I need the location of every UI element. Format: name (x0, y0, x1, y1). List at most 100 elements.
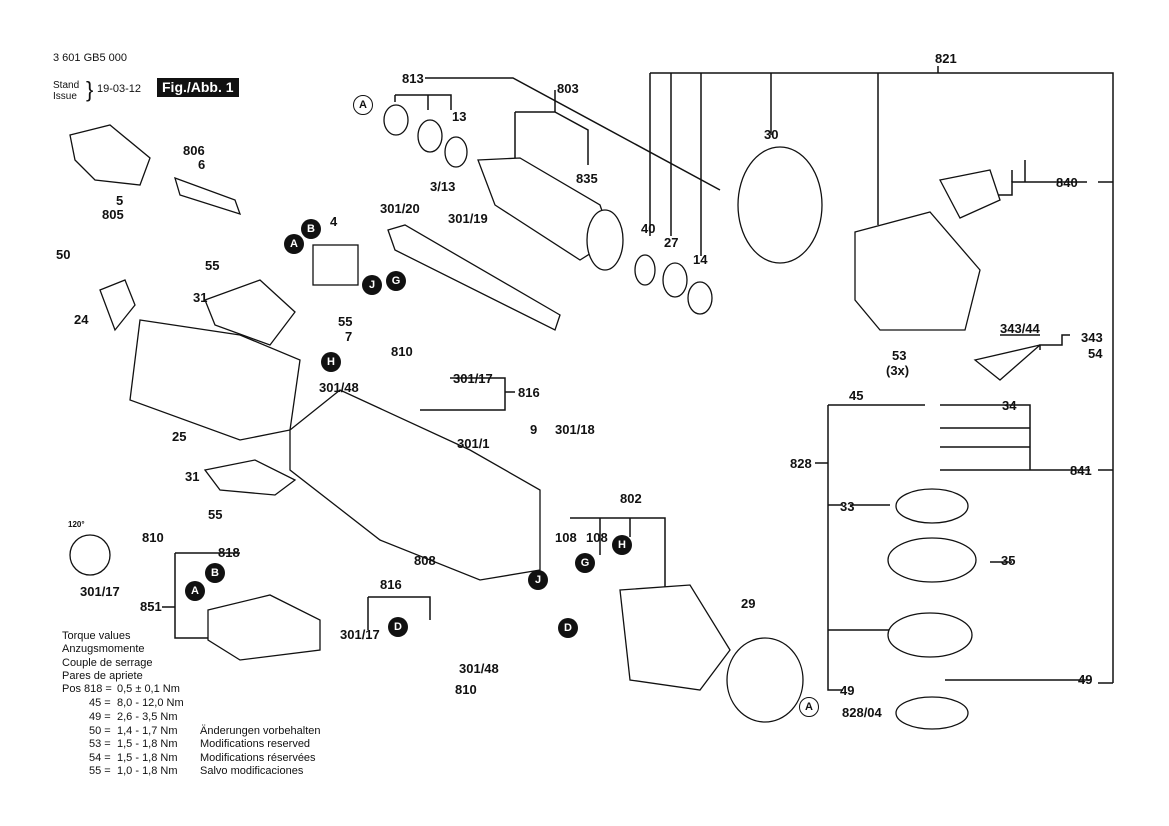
main-housing-part (289, 389, 541, 581)
torque-pos: 50 = (89, 725, 111, 737)
part-label-30: 30 (764, 127, 779, 142)
marker-d-lower: D (388, 617, 408, 637)
marker-d-stator: D (558, 618, 578, 638)
part-label-55-mid: 55 (338, 314, 353, 329)
gear-housing-part (854, 211, 981, 331)
torque-value: 2,6 - 3,5 Nm (117, 711, 178, 723)
part-label-108-left: 108 (555, 530, 577, 545)
marker-b: B (301, 219, 321, 239)
part-label-828-04: 828/04 (842, 705, 882, 720)
modifications-en: Modifications reserved (200, 738, 311, 750)
torque-title-en: Torque values (62, 630, 131, 642)
marker-g: G (386, 271, 406, 291)
o-ring-33 (895, 488, 969, 524)
bevel-gear (887, 612, 973, 658)
issue-date: 19-03-12 (97, 83, 142, 95)
part-label-13: 13 (452, 109, 467, 124)
torque-pos: Pos 818 = (62, 683, 112, 695)
part-label-808: 808 (414, 553, 436, 568)
torque-title-fr: Couple de serrage (62, 657, 153, 669)
part-label-5: 5 (116, 193, 124, 208)
part-label-301-17-upper: 301/17 (453, 371, 493, 386)
part-label-33: 33 (840, 499, 855, 514)
plug-part (69, 124, 151, 186)
part-label-821: 821 (935, 51, 957, 66)
part-label-301-17-spring: 301/17 (80, 584, 120, 599)
guard-part (737, 146, 823, 264)
marker-a-base: A (185, 581, 205, 601)
part-label-108-right: 108 (586, 530, 608, 545)
part-label-31-top: 31 (193, 290, 208, 305)
torque-pos: 54 = (89, 752, 111, 764)
spring-301-17 (69, 534, 111, 576)
leader-813 (425, 77, 721, 191)
part-label-24: 24 (74, 312, 89, 327)
gasket-35 (887, 537, 977, 583)
base-851 (207, 594, 321, 661)
brace: } (86, 77, 94, 102)
part-label-802: 802 (620, 491, 642, 506)
part-label-35: 35 (1001, 553, 1016, 568)
part-label-301-20: 301/20 (380, 201, 420, 216)
modifications-es: Salvo modificaciones (200, 765, 304, 777)
part-label-301-19: 301/19 (448, 211, 488, 226)
part-label-34: 34 (1002, 398, 1017, 413)
part-label-803: 803 (557, 81, 579, 96)
issue-label: Issue (53, 91, 77, 102)
marker-j-stator: J (528, 570, 548, 590)
bearing-part (383, 104, 409, 136)
part-label-813: 813 (402, 71, 424, 86)
part-label-9: 9 (530, 422, 538, 437)
part-label-828: 828 (790, 456, 812, 471)
part-label-835: 835 (576, 171, 598, 186)
marker-h-stator: H (612, 535, 632, 555)
torque-value: 1,0 - 1,8 Nm (117, 765, 178, 777)
part-label-53: 53 (892, 348, 907, 363)
part-label-301-18: 301/18 (555, 422, 595, 437)
part-label-343-44: 343/44 (1000, 321, 1040, 336)
part-label-805: 805 (102, 207, 124, 222)
torque-pos: 45 = (89, 697, 111, 709)
torque-value: 0,5 ± 0,1 Nm (117, 683, 180, 695)
stand-label: Stand (53, 80, 80, 91)
stator-part (619, 584, 731, 691)
part-label-55-bottom: 55 (208, 507, 223, 522)
torque-title-es: Pares de apriete (62, 670, 143, 682)
torque-value: 1,4 - 1,7 Nm (117, 725, 178, 737)
modifications-fr: Modifications réservées (200, 752, 316, 764)
marker-a-outline: A (353, 95, 373, 115)
part-label-53-qty: (3x) (886, 363, 910, 378)
torque-value: 8,0 - 12,0 Nm (117, 697, 184, 709)
switch-bar (387, 224, 561, 331)
figure-label: Fig./Abb. 1 (157, 78, 239, 97)
part-label-818: 818 (218, 545, 240, 560)
part-label-6: 6 (198, 157, 206, 172)
leader-828 (827, 405, 843, 691)
part-label-301-48-upper: 301/48 (319, 380, 359, 395)
part-label-40: 40 (641, 221, 656, 236)
part-label-301-48-lower: 301/48 (459, 661, 499, 676)
marker-a: A (284, 234, 304, 254)
part-label-4: 4 (330, 214, 338, 229)
marker-h: H (321, 352, 341, 372)
part-label-806: 806 (183, 143, 205, 158)
torque-value: 1,5 - 1,8 Nm (117, 752, 178, 764)
marker-b-base: B (205, 563, 225, 583)
part-label-301-1: 301/1 (457, 436, 490, 451)
part-label-3-13: 3/13 (430, 179, 456, 194)
torque-value: 1,5 - 1,8 Nm (117, 738, 178, 750)
part-label-55-top: 55 (205, 258, 220, 273)
part-label-841: 841 (1070, 463, 1092, 478)
part-label-816-lower: 816 (380, 577, 402, 592)
modifications-de: Änderungen vorbehalten (200, 725, 321, 737)
angle-label: 120° (68, 520, 85, 529)
part-label-50: 50 (56, 247, 71, 262)
marker-g-stator: G (575, 553, 595, 573)
cover-29 (726, 637, 804, 723)
leader-821 (650, 72, 1114, 683)
torque-pos: 55 = (89, 765, 111, 777)
part-label-840: 840 (1056, 175, 1078, 190)
cable-sleeve (174, 176, 242, 216)
part-label-301-17-lower: 301/17 (340, 627, 380, 642)
